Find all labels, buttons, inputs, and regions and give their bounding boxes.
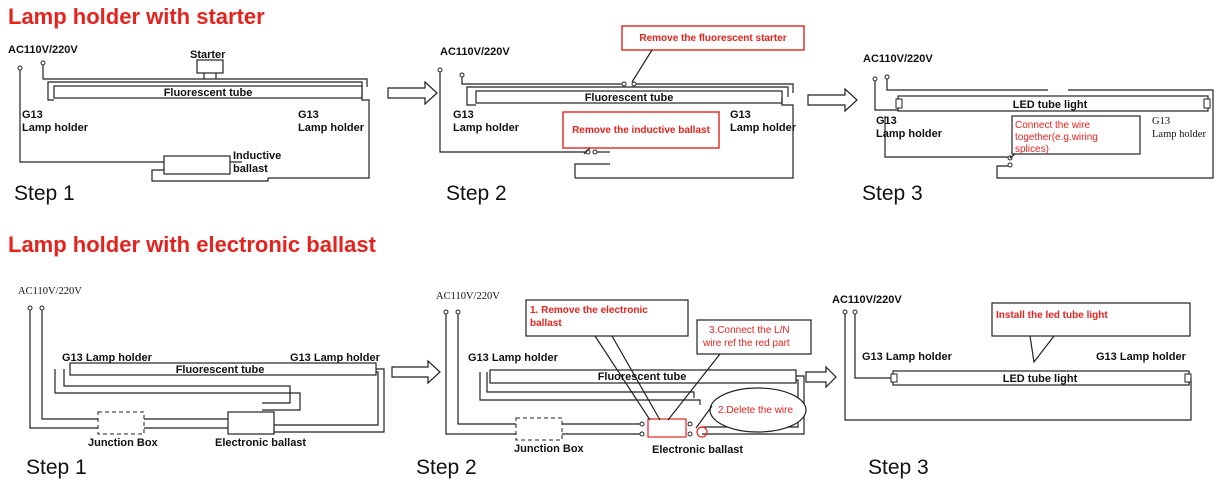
terminal-icon (459, 72, 465, 78)
electronic-ballast-icon (227, 411, 275, 435)
s1-step2-diagram: AC110V/220V Remove the fluorescent start… (437, 25, 805, 205)
s2-step2-callout3-line2: wire ref the red part (702, 338, 790, 349)
s2-step2-callout1-line2: ballast (530, 318, 562, 329)
s1-step3-tube-label: LED tube light (1013, 99, 1088, 111)
inductive-ballast-icon (163, 155, 231, 175)
s1-step3-callout-line1: Connect the wire (1015, 120, 1090, 131)
s1-step2-holder-right-line1: G13 (730, 109, 751, 121)
s1-step1-holder-right-line2: Lamp holder (298, 122, 365, 134)
s2-step1-power-label: AC110V/220V (18, 286, 82, 297)
right-arrow-icon (805, 365, 837, 389)
s2-step2-tube-label: Fluorescent tube (598, 371, 687, 383)
right-arrow-icon (391, 359, 441, 385)
s2-step2-callout3 (696, 319, 812, 355)
s1-step1-holder-left-line1: G13 (22, 109, 43, 121)
s1-step2-callout-ballast-text: Remove the inductive ballast (572, 125, 710, 136)
s1-step1-starter-label: Starter (190, 49, 226, 61)
s2-step2-callout1-line1: 1. Remove the electronic (530, 305, 648, 316)
s1-step1-holder-right-line1: G13 (298, 109, 319, 121)
s2-step2-callout3-line1: 3.Connect the L/N (709, 325, 790, 336)
s1-step2-power-label: AC110V/220V (440, 46, 510, 58)
s2-step2-power-label: AC110V/220V (436, 291, 500, 302)
s1-step2-callout-starter (621, 25, 805, 51)
s2-step3-callout (991, 302, 1191, 337)
s2-step1-diagram: AC110V/220V G13 Lamp holder G13 Lamp hol… (18, 286, 385, 479)
section1-title: Lamp holder with starter (8, 4, 265, 29)
s2-step1-ballast-label: Electronic ballast (215, 437, 306, 449)
s2-step1-junction-label: Junction Box (88, 437, 159, 449)
s1-step3-power-label: AC110V/220V (863, 53, 933, 65)
s1-step2-holder-left-line1: G13 (453, 109, 474, 121)
s1-step1-holder-left-line2: Lamp holder (22, 122, 89, 134)
terminal-icon (39, 305, 45, 311)
s2-step3-power-label: AC110V/220V (832, 294, 902, 306)
s2-step1-holder-left: G13 Lamp holder (62, 352, 153, 364)
s1-step3-callout-line3: splices) (1015, 144, 1049, 155)
terminal-icon (872, 76, 878, 82)
terminal-icon (27, 305, 33, 311)
s1-step3-callout (1011, 115, 1141, 155)
s1-step2-holder-left-line2: Lamp holder (453, 122, 520, 134)
terminal-icon (437, 67, 443, 73)
terminal-icon (40, 60, 46, 66)
s1-step1-ballast-line2: ballast (233, 163, 268, 175)
s2-step2-callout2 (709, 387, 807, 433)
s1-step3-label: Step 3 (862, 182, 923, 205)
s2-step2-callout2-text: 2.Delete the wire (718, 405, 793, 416)
s1-step3-holder-left-line1: G13 (876, 115, 897, 127)
s2-step1-holder-right: G13 Lamp holder (290, 352, 381, 364)
section2-title: Lamp holder with electronic ballast (8, 232, 376, 257)
s2-step2-callout1 (525, 299, 689, 337)
s2-step2-deleted-wire-mark (696, 426, 708, 438)
s1-step2-callout-ballast (562, 111, 720, 149)
terminal-icon (884, 74, 890, 80)
starter-icon (196, 59, 224, 74)
s1-step1-diagram: AC110V/220V Starter Fluorescent tube G13… (8, 44, 370, 205)
s2-step3-diagram: AC110V/220V Install the led tube light G… (832, 294, 1192, 479)
s1-step3-holder-left-line2: Lamp holder (876, 128, 943, 140)
terminal-icon (842, 309, 848, 315)
s1-step3-holder-right-line1: G13 (1152, 116, 1170, 127)
s1-step2-tube-label: Fluorescent tube (585, 92, 674, 104)
s2-step2-diagram: AC110V/220V 1. Remove the electronic bal… (416, 291, 812, 479)
terminal-icon (443, 309, 449, 315)
s2-step1-tube-label: Fluorescent tube (176, 364, 265, 376)
terminal-icon (852, 309, 858, 315)
s2-step2-red-connection (647, 418, 687, 438)
s1-step1-power-label: AC110V/220V (8, 44, 78, 56)
junction-box-icon (97, 411, 145, 435)
s1-step2-label: Step 2 (446, 182, 507, 205)
s1-step1-tube-label: Fluorescent tube (164, 87, 253, 99)
s2-step1-label: Step 1 (26, 456, 87, 479)
junction-box-icon (515, 417, 563, 441)
s1-step2-holder-right-line2: Lamp holder (730, 122, 797, 134)
terminal-icon (455, 309, 461, 315)
right-arrow-icon (807, 87, 858, 113)
s2-step3-label: Step 3 (868, 456, 929, 479)
s1-step3-holder-right-line2: Lamp holder (1152, 129, 1206, 140)
s2-step3-holder-left: G13 Lamp holder (862, 351, 953, 363)
terminal-icon (17, 65, 23, 71)
s2-step2-label: Step 2 (416, 456, 477, 479)
s1-step2-callout-starter-text: Remove the fluorescent starter (639, 33, 786, 44)
s1-step3-diagram: AC110V/220V LED tube light Connect the w… (862, 53, 1214, 205)
s1-step1-ballast-line1: Inductive (233, 150, 281, 162)
s1-step3-callout-line2: together(e.g.wiring (1015, 132, 1098, 143)
s1-step1-label: Step 1 (14, 182, 75, 205)
s2-step3-callout-text: Install the led tube light (996, 310, 1108, 321)
s2-step2-holder-left: G13 Lamp holder (468, 352, 559, 364)
s2-step2-junction-label: Junction Box (514, 443, 585, 455)
s2-step3-tube-label: LED tube light (1003, 373, 1078, 385)
s2-step3-holder-right: G13 Lamp holder (1096, 351, 1187, 363)
s2-step2-ballast-label: Electronic ballast (652, 444, 743, 456)
right-arrow-icon (387, 80, 438, 106)
